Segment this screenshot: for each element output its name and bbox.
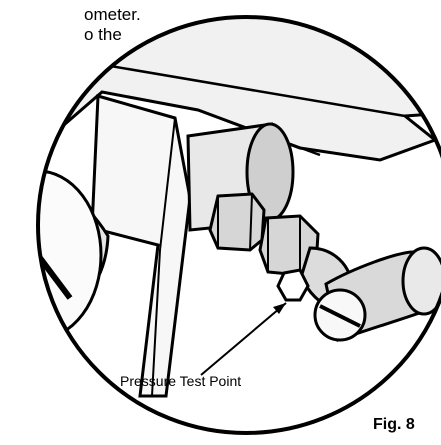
- right-cylinder-end: [401, 246, 441, 316]
- pressure-test-point-label: Pressure Test Point: [120, 373, 242, 389]
- valve-dial: [38, 169, 103, 341]
- detail-circle-outline: [36, 15, 441, 435]
- instruction-text-line-2: o the: [84, 25, 122, 44]
- hex-fitting-2-lines: [267, 216, 301, 275]
- hex-fitting-1-lines: [217, 193, 253, 251]
- instruction-text-line-1: ometer.: [84, 5, 141, 24]
- figure-label: Fig. 8: [373, 416, 415, 433]
- leader-arrowhead: [273, 303, 286, 314]
- bracket-inner-edge: [151, 117, 176, 397]
- cap-slot: [319, 304, 361, 328]
- leader-line: [200, 302, 287, 376]
- test-port-nut: [276, 268, 310, 302]
